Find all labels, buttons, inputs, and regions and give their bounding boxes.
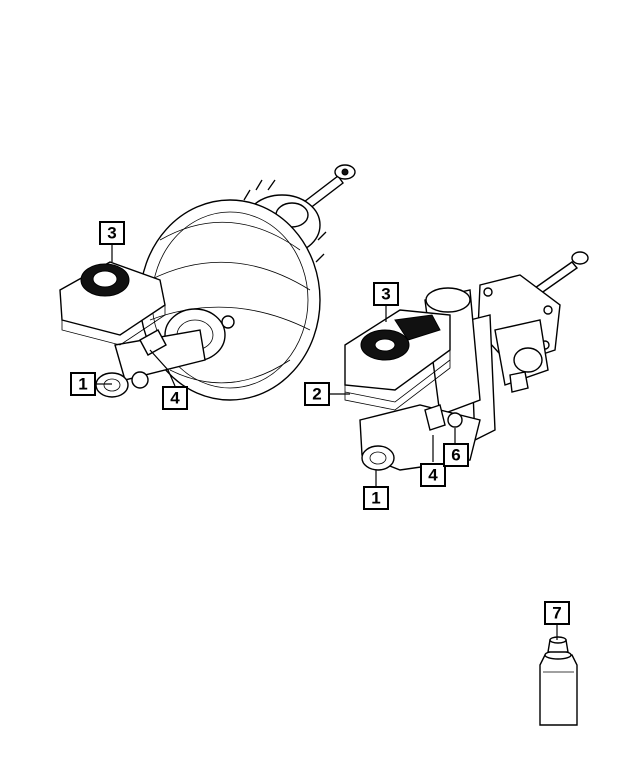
callout-4-right: 4 [420,463,446,487]
callout-6: 6 [443,443,469,467]
callout-4-right-label: 4 [428,466,438,485]
callout-7: 7 [544,601,570,625]
callout-3-left-label: 3 [107,224,116,243]
callout-6-label: 6 [451,446,460,465]
callout-3-right-label: 3 [381,285,390,304]
callout-3-left: 3 [99,221,125,245]
callout-1-right: 1 [363,486,389,510]
callout-4-left-label: 4 [170,389,180,408]
brake-fluid-bottle [539,636,578,726]
callout-2: 2 [304,382,330,406]
callout-1-left-label: 1 [78,375,87,394]
callout-4-left: 4 [162,386,188,410]
callout-2-label: 2 [312,385,321,404]
left-booster-assembly [59,164,356,401]
callout-1-left: 1 [70,372,96,396]
callout-3-right: 3 [373,282,399,306]
callout-7-label: 7 [552,604,561,623]
right-booster-assembly [344,251,589,471]
callout-1-right-label: 1 [371,489,380,508]
